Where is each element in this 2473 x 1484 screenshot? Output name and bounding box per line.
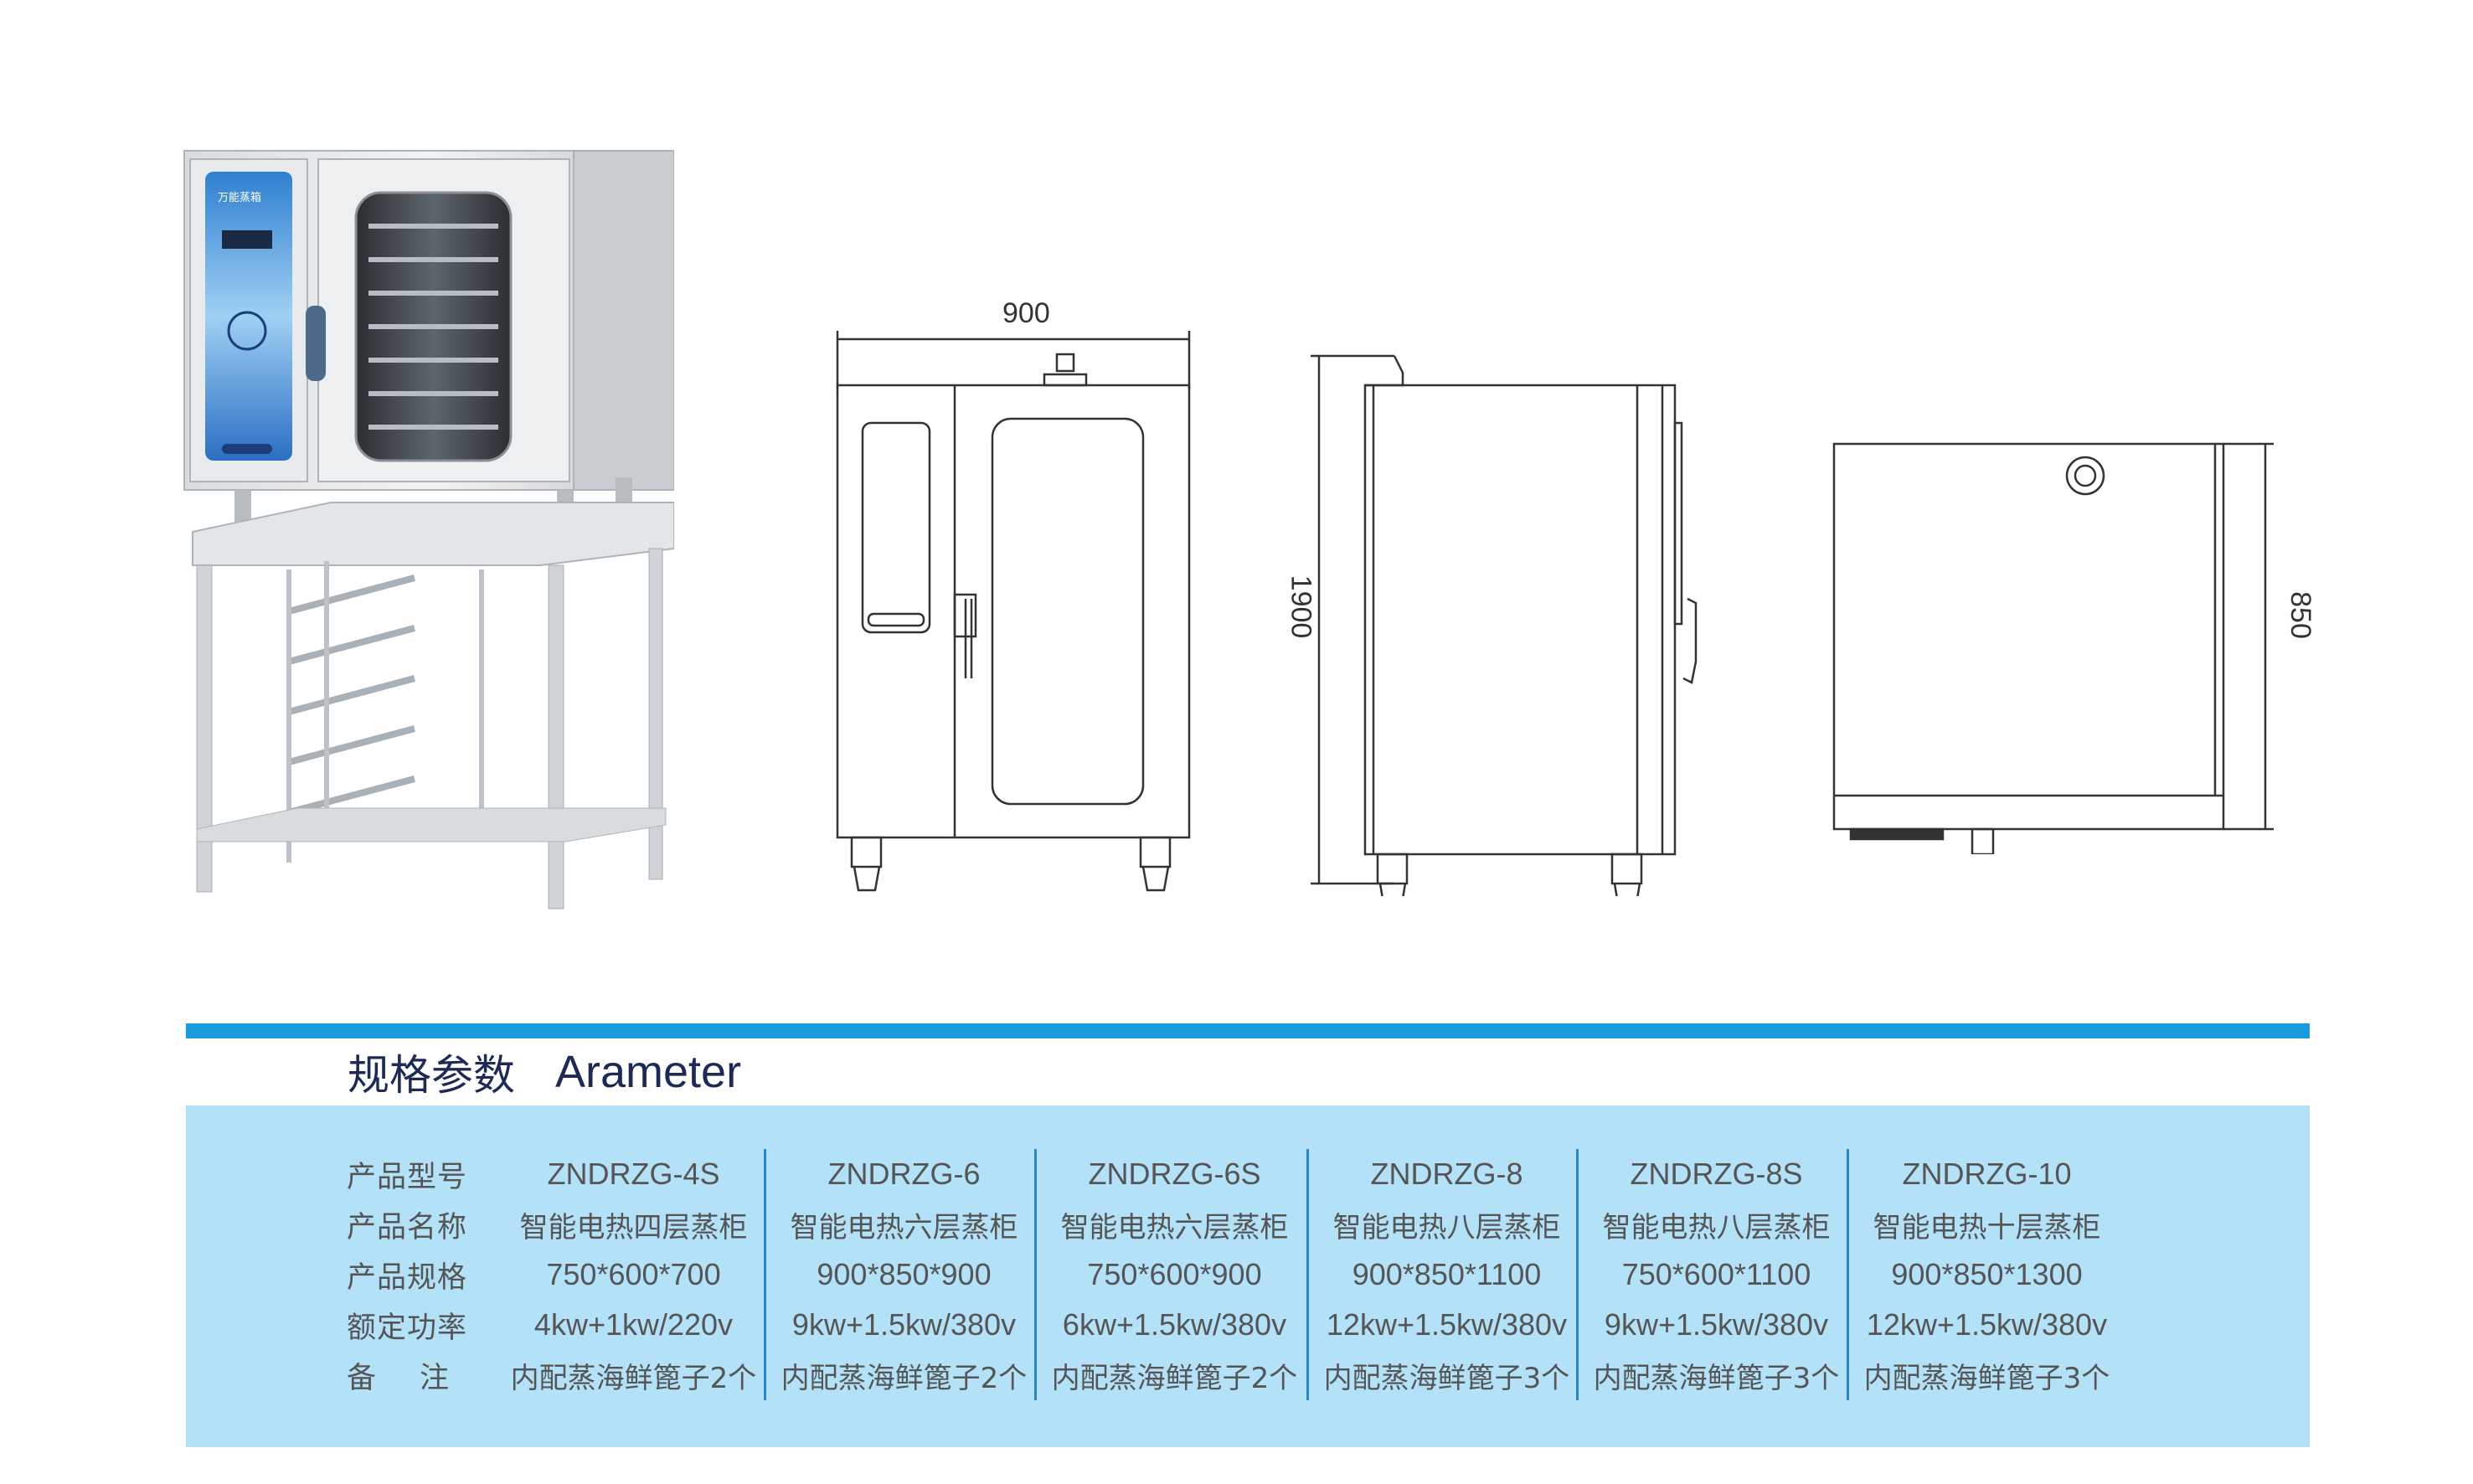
note-cell: 内配蒸海鲜篦子3个 — [1593, 1361, 1840, 1395]
power-cell: 4kw+1kw/220v — [533, 1307, 734, 1342]
spec-column-1: ZNDRZG-4S 智能电热四层蒸柜 750*600*700 4kw+1kw/2… — [497, 1149, 770, 1400]
size-cell: 900*850*900 — [817, 1257, 992, 1291]
model-cell: ZNDRZG-4S — [547, 1157, 720, 1191]
model-cell: ZNDRZG-6S — [1088, 1157, 1261, 1191]
note-cell: 内配蒸海鲜篦子2个 — [510, 1361, 757, 1395]
steam-cabinet-photo: 万能蒸箱 — [183, 150, 674, 909]
note-cell: 内配蒸海鲜篦子2个 — [781, 1361, 1028, 1395]
size-cell: 900*850*1300 — [1891, 1257, 2083, 1291]
top-view-drawing — [1832, 442, 2274, 854]
power-cell: 12kw+1.5kw/380v — [1866, 1307, 2108, 1342]
spec-column-2: ZNDRZG-6 智能电热六层蒸柜 900*850*900 9kw+1.5kw/… — [768, 1149, 1040, 1400]
spec-column-6: ZNDRZG-10 智能电热十层蒸柜 900*850*1300 12kw+1.5… — [1851, 1149, 2123, 1400]
name-cell: 智能电热八层蒸柜 — [1332, 1210, 1561, 1244]
column-divider — [1576, 1149, 1579, 1400]
width-dimension: 900 — [1002, 297, 1050, 329]
model-cell: ZNDRZG-6 — [827, 1157, 981, 1191]
name-cell: 智能电热八层蒸柜 — [1602, 1210, 1831, 1244]
row-label-model: 产品型号 — [347, 1160, 468, 1194]
side-view-drawing — [1311, 354, 1698, 896]
note-cell: 内配蒸海鲜篦子2个 — [1051, 1361, 1298, 1395]
row-label-note: 备注 — [347, 1361, 493, 1395]
model-cell: ZNDRZG-10 — [1902, 1157, 2072, 1191]
column-divider — [1847, 1149, 1849, 1400]
section-title-cn: 规格参数 — [348, 1051, 515, 1100]
spec-table: 产品型号 产品名称 产品规格 额定功率 备注 ZNDRZG-4S 智能电热四层蒸… — [186, 1149, 2310, 1400]
model-cell: ZNDRZG-8 — [1370, 1157, 1523, 1191]
note-cell: 内配蒸海鲜篦子3个 — [1863, 1361, 2110, 1395]
size-cell: 750*600*900 — [1087, 1257, 1262, 1291]
column-divider — [1034, 1149, 1037, 1400]
name-cell: 智能电热六层蒸柜 — [1060, 1210, 1289, 1244]
row-labels: 产品型号 产品名称 产品规格 额定功率 备注 — [347, 1149, 506, 1400]
row-label-power: 额定功率 — [347, 1311, 468, 1345]
note-cell: 内配蒸海鲜篦子3个 — [1323, 1361, 1570, 1395]
name-cell: 智能电热四层蒸柜 — [519, 1210, 748, 1244]
model-cell: ZNDRZG-8S — [1630, 1157, 1803, 1191]
spec-panel: 产品型号 产品名称 产品规格 额定功率 备注 ZNDRZG-4S 智能电热四层蒸… — [186, 1105, 2310, 1447]
name-cell: 智能电热六层蒸柜 — [790, 1210, 1018, 1244]
row-label-name: 产品名称 — [347, 1210, 468, 1244]
name-cell: 智能电热十层蒸柜 — [1873, 1210, 2101, 1244]
section-title: 规格参数 Arameter — [348, 1043, 741, 1101]
depth-dimension: 850 — [2284, 591, 2316, 639]
row-label-size: 产品规格 — [347, 1260, 468, 1295]
section-title-en: Arameter — [555, 1047, 742, 1097]
panel-brand-text: 万能蒸箱 — [218, 191, 261, 204]
power-cell: 6kw+1.5kw/380v — [1062, 1307, 1287, 1342]
column-divider — [1306, 1149, 1309, 1400]
power-cell: 9kw+1.5kw/380v — [1604, 1307, 1829, 1342]
spec-column-3: ZNDRZG-6S 智能电热六层蒸柜 750*600*900 6kw+1.5kw… — [1038, 1149, 1311, 1400]
power-cell: 12kw+1.5kw/380v — [1326, 1307, 1568, 1342]
spec-column-5: ZNDRZG-8S 智能电热八层蒸柜 750*600*1100 9kw+1.5k… — [1580, 1149, 1852, 1400]
front-view-drawing — [836, 331, 1191, 892]
section-rule — [186, 1023, 2310, 1038]
size-cell: 750*600*700 — [546, 1257, 721, 1291]
spec-column-4: ZNDRZG-8 智能电热八层蒸柜 900*850*1100 12kw+1.5k… — [1311, 1149, 1583, 1400]
size-cell: 900*850*1100 — [1352, 1257, 1542, 1291]
column-divider — [764, 1149, 766, 1400]
power-cell: 9kw+1.5kw/380v — [791, 1307, 1017, 1342]
size-cell: 750*600*1100 — [1621, 1257, 1811, 1291]
